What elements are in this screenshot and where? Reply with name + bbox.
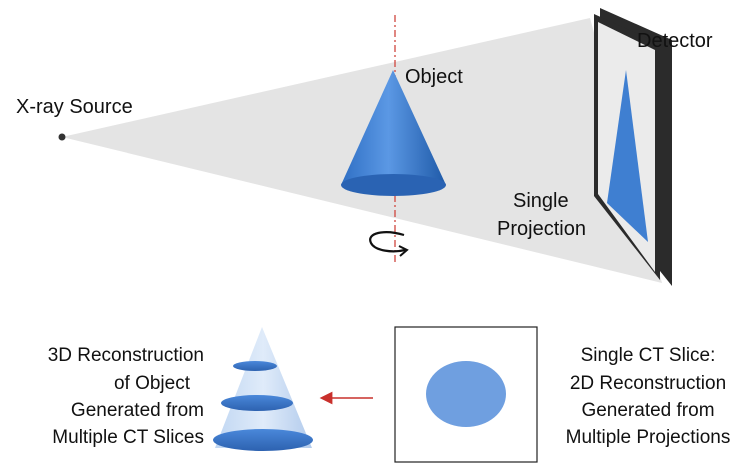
label-xray-source: X-ray Source: [16, 96, 133, 118]
detector: [594, 8, 672, 286]
reconstruction-cone: [213, 327, 313, 451]
label-recon-1: 3D Reconstruction: [48, 345, 204, 366]
slice-disk-middle: [221, 395, 293, 411]
label-slice-3: Generated from: [581, 400, 714, 421]
label-recon-4: Multiple CT Slices: [52, 427, 204, 448]
slice-disk-top: [233, 361, 277, 371]
label-slice-4: Multiple Projections: [566, 427, 731, 448]
rotation-arrow-icon: [369, 231, 409, 257]
projection-shadow: [607, 70, 648, 242]
label-recon-3: Generated from: [71, 400, 204, 421]
slice-disk-bottom: [213, 429, 313, 451]
label-detector: Detector: [637, 30, 713, 52]
label-recon-2: of Object: [114, 373, 191, 394]
label-projection-1: Single: [513, 190, 569, 212]
label-slice-1: Single CT Slice:: [581, 345, 716, 366]
object-cone: [341, 70, 446, 196]
label-projection-2: Projection: [497, 218, 586, 240]
label-object: Object: [405, 66, 463, 88]
xray-source-dot: [58, 133, 66, 141]
label-slice-2: 2D Reconstruction: [570, 373, 726, 394]
ct-slice-disk: [426, 361, 506, 427]
